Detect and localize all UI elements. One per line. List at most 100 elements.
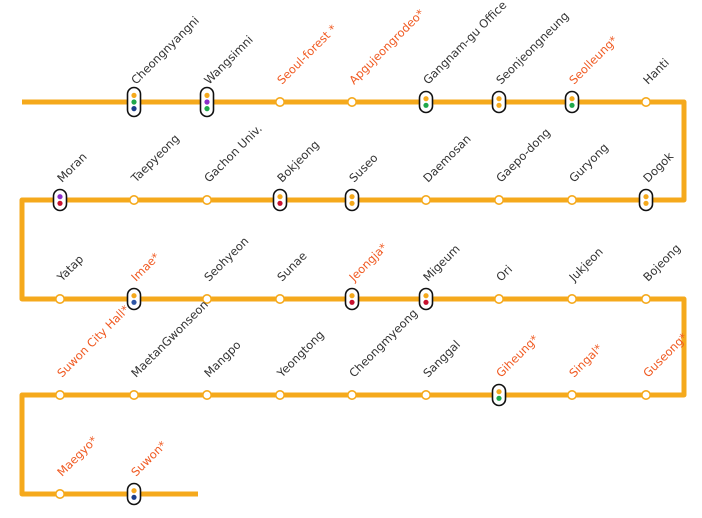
transfer-line-dot xyxy=(349,293,355,299)
transfer-capsule xyxy=(344,188,360,212)
transfer-line-dot xyxy=(423,293,429,299)
station[interactable]: Apgujeongrodeo* xyxy=(346,6,427,108)
transfer-line-dot xyxy=(423,102,429,108)
station-label: Bojeong xyxy=(640,241,683,284)
transfer-line-dot xyxy=(204,106,210,112)
station[interactable]: Seohyeon xyxy=(201,234,251,304)
station[interactable]: Taepyeong xyxy=(128,131,182,206)
station-dot xyxy=(640,293,651,304)
station-dot xyxy=(54,389,65,400)
station-label: Sunae xyxy=(274,249,309,284)
transfer-line-dot xyxy=(496,395,502,401)
station-label: Imae* xyxy=(128,250,162,284)
station[interactable]: Cheongmyeong xyxy=(346,306,420,400)
transfer-line-dot xyxy=(496,102,502,108)
transfer-line-dot xyxy=(131,488,137,494)
station-label: Yeongtong xyxy=(274,328,327,381)
transfer-line-dot xyxy=(204,92,210,98)
station-label: Suwon City Hall* xyxy=(54,302,132,380)
station-label: Cheongmyeong xyxy=(346,306,420,380)
transfer-capsule xyxy=(418,90,434,114)
station[interactable]: Sanggal xyxy=(420,337,463,400)
transfer-line-dot xyxy=(277,200,283,206)
station-label: Mangpo xyxy=(201,338,243,380)
station-dot xyxy=(420,195,431,206)
station-label: Giheung* xyxy=(493,332,541,380)
station-label: Dogok xyxy=(640,149,676,185)
station[interactable]: Seoul-forest * xyxy=(274,21,340,108)
station[interactable]: Seonjeongneung xyxy=(491,9,572,114)
station-label: Maegyo* xyxy=(54,433,100,479)
transfer-capsule xyxy=(564,90,580,114)
station-dot xyxy=(202,389,213,400)
station[interactable]: Gachon Univ. xyxy=(201,121,265,206)
station-label: Guryong xyxy=(566,140,611,185)
station-dot xyxy=(129,389,140,400)
transfer-line-dot xyxy=(349,194,355,200)
transfer-capsule xyxy=(272,188,288,212)
station-label: Seoul-forest * xyxy=(274,21,340,87)
station[interactable]: Maegyo* xyxy=(54,433,100,499)
transfer-line-dot xyxy=(569,96,575,102)
station-label: Gaepo-dong xyxy=(493,125,553,185)
station[interactable]: Guryong xyxy=(566,140,611,206)
transfer-line-dot xyxy=(131,293,137,299)
transfer-line-dot xyxy=(423,96,429,102)
transfer-capsule xyxy=(491,90,507,114)
transfer-capsule xyxy=(638,188,654,212)
station[interactable]: MaetanGwonseon xyxy=(128,297,211,400)
transfer-line-dot xyxy=(131,299,137,305)
station[interactable]: Jukjeon xyxy=(566,245,606,304)
station[interactable]: Sunae xyxy=(274,249,310,304)
station-label: Moran xyxy=(54,150,89,185)
station-label: Sanggal xyxy=(420,337,463,380)
station-dot xyxy=(346,97,357,108)
station[interactable]: Singal* xyxy=(566,341,605,400)
transfer-line-dot xyxy=(57,194,63,200)
transfer-capsule xyxy=(126,287,142,311)
station-dot xyxy=(640,389,651,400)
transfer-line-dot xyxy=(349,299,355,305)
station-dot xyxy=(202,293,213,304)
transfer-line-dot xyxy=(57,200,63,206)
station-dot xyxy=(274,293,285,304)
station-dot xyxy=(566,389,577,400)
station-dot xyxy=(420,389,431,400)
transfer-capsule xyxy=(418,287,434,311)
transfer-line-dot xyxy=(423,299,429,305)
station-dot xyxy=(274,389,285,400)
station-dot xyxy=(54,293,65,304)
station-label: Seohyeon xyxy=(201,234,251,284)
transfer-line-dot xyxy=(569,102,575,108)
station-label: Bokjeong xyxy=(274,137,322,185)
station[interactable]: Yatap xyxy=(54,252,87,304)
transfer-line-dot xyxy=(131,92,137,98)
station[interactable]: Bojeong xyxy=(640,241,683,304)
transfer-capsule xyxy=(126,482,142,506)
station-label: Yatap xyxy=(54,252,87,285)
transfer-line-dot xyxy=(349,200,355,206)
transfer-line-dot xyxy=(204,99,210,105)
station[interactable]: Hanti xyxy=(640,56,672,108)
station-dot xyxy=(493,195,504,206)
station[interactable]: Mangpo xyxy=(201,338,244,400)
station-dot xyxy=(566,195,577,206)
station-label: Ori xyxy=(493,262,515,284)
station-label: Wangsimni xyxy=(201,33,256,88)
transfer-capsule xyxy=(491,383,507,407)
station-dot xyxy=(274,97,285,108)
station-label: MaetanGwonseon xyxy=(128,297,211,380)
station-dot xyxy=(202,195,213,206)
station[interactable]: Daemosan xyxy=(420,132,474,206)
station-label: Taepyeong xyxy=(128,131,182,185)
station-dot xyxy=(640,97,651,108)
station[interactable]: Suwon City Hall* xyxy=(54,302,132,400)
station-label: Seolleung* xyxy=(566,33,620,87)
station[interactable]: Yeongtong xyxy=(274,328,327,400)
transfer-line-dot xyxy=(277,194,283,200)
station[interactable]: Gaepo-dong xyxy=(493,125,553,206)
transfer-line-dot xyxy=(131,106,137,112)
transfer-capsule xyxy=(52,188,68,212)
